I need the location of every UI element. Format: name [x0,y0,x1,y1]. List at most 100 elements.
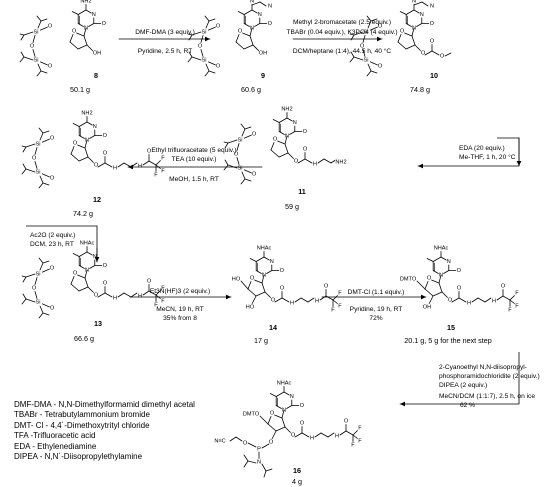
arrow-head [400,401,405,407]
ether-oxygen: O [421,50,426,56]
bond [205,63,210,72]
bond [20,51,25,58]
step5-conditions: DCM, 23 h, RT [30,241,74,248]
bond [275,426,286,432]
atom-label-bg [256,244,272,252]
bond [370,18,378,22]
step7-conditions: Pyridine, 19 h, RT [349,306,403,313]
bond [237,11,245,15]
amide-nh: H [335,433,339,439]
amine-label: NHAc [434,245,449,251]
atom-label-bg [456,284,462,292]
bond [130,292,138,298]
bond [416,280,426,290]
bond [84,147,89,158]
atom-label-bg [422,303,432,311]
fluorine: F [358,425,362,431]
atom-label-bg [500,282,506,290]
compound-number-8: 8 [94,71,98,80]
bond [22,163,27,170]
siloxane-oxygen: O [48,63,53,69]
silicon: Si [238,165,243,171]
silicon: Si [364,57,369,63]
carbonyl-oxygen: O [102,21,107,27]
bond [84,269,88,279]
atom-label-bg [47,62,53,70]
atom-label-bg [491,297,497,305]
compound-yield-9: 60.6 g [241,85,261,94]
bond [314,432,322,438]
amide-nh: H [138,293,142,299]
bond [259,415,269,425]
compound-yield-16: 4 g [292,477,302,486]
bond [37,63,42,72]
atom-label-bg [429,37,435,45]
atom-label-bg [33,140,43,148]
atom-label-bg [29,42,35,50]
amine-label: NHAc [80,240,95,246]
siloxane-oxygen: O [252,131,257,137]
ring-nitrogen: N [420,12,424,18]
bond [278,152,289,158]
atom-label-bg [330,306,336,314]
amine-label: NH2 [281,106,292,112]
bond [208,70,216,74]
bond [244,126,252,130]
atom-label-bg [466,299,472,307]
carbonyl-oxygen: O [300,403,305,409]
bond [104,162,113,168]
bond [281,297,290,303]
bond [205,20,210,29]
bond [247,442,257,448]
bond [223,141,229,144]
siloxane-oxygen: O [50,135,55,141]
atom-label-bg [146,277,152,285]
ring-nitrogen: N [93,124,97,130]
bond [255,256,265,262]
bond [36,70,42,77]
bond [20,34,25,41]
atom-label-bg [112,294,118,302]
bond [444,52,452,57]
ring-oxygen: O [73,140,78,146]
ring-nitrogen: N [270,259,274,265]
amide-nh: H [138,163,142,169]
bond [267,423,277,432]
silicon: Si [202,57,207,63]
carbonyl-oxygen: O [303,129,308,135]
atom-label-bg [357,424,363,432]
bond [83,35,88,46]
bond [42,130,50,134]
compound-yield-10: 74.8 g [410,85,430,94]
step8-reagent: 2-Cyanoethyl N,N-diisopropyl- [439,364,527,371]
bond [451,297,460,303]
bond [300,297,309,303]
arrow-head [377,36,382,42]
siloxane-oxygen: O [50,305,55,311]
atom-label-bg [309,434,315,442]
bond [477,297,486,303]
atom-label-bg [514,302,520,310]
atom-label-bg [256,445,262,453]
bond [84,139,88,149]
amide-oxygen: O [103,150,108,156]
step7-yield: 72% [369,315,383,322]
silicon: Si [36,141,41,147]
ether-oxygen: O [94,292,99,298]
step6-reagent: Et3N(HF)3 (2 equiv.) [149,288,211,295]
amide-oxygen: O [344,418,349,424]
carbonyl-oxygen: O [103,133,108,139]
atom-label-bg [268,438,274,446]
atom-label-bg [235,164,245,172]
ring-oxygen: O [250,275,255,281]
hydroxyl: HO [246,304,255,310]
bond [424,50,433,56]
siloxane-oxygen: O [360,43,365,49]
atom-label-bg [102,262,108,269]
amine-label: NHAc [257,245,272,251]
bond [411,27,415,37]
siloxane-oxygen: O [378,23,383,29]
atom-label-bg [456,267,462,274]
step8-reagent-2: phosphoramidochloridite (2 equiv.) [439,373,540,380]
bond [345,430,354,436]
